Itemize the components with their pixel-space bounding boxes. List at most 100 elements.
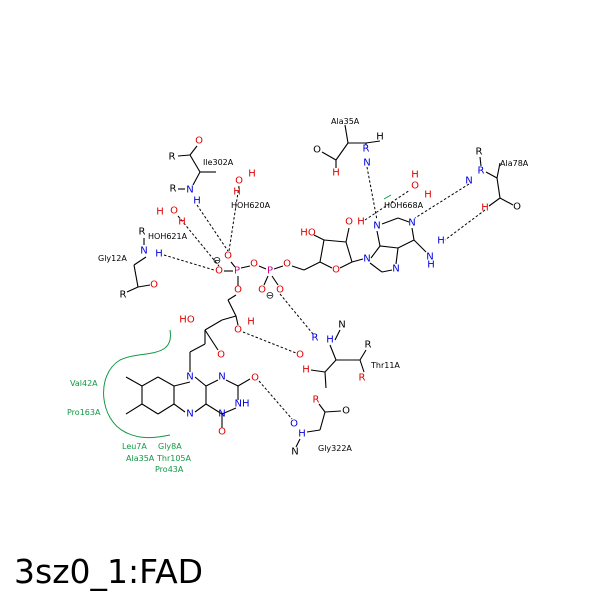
atom-label: N [186,409,193,420]
atom-label: H [424,190,432,201]
atom-label: O [234,325,242,336]
atom-label: N [363,254,370,265]
residue-label-thr11a: Thr11A [370,361,400,370]
hydrophobic-label-pro163a: Pro163A [67,408,101,417]
atom-label: H [302,365,310,376]
atom-label: N [408,218,415,229]
bond [318,403,326,413]
hydrogen-bond [366,166,378,221]
hydrogen-bond [242,331,297,354]
atom-label: N [392,264,399,275]
hydrogen-bonds [163,166,486,420]
bond [324,371,327,389]
hydrogen-bond [279,293,314,335]
atom-label: R [120,290,127,301]
bond [227,294,237,301]
bond [173,403,186,413]
atom-label: R [139,227,146,238]
bond [488,197,501,207]
bond [177,154,191,157]
bond [189,145,198,156]
bond [359,349,367,361]
bond [303,261,321,271]
bond [370,245,381,259]
atom-label: O [276,285,284,296]
hydrogen-bond [364,189,411,221]
atom-label: N [426,252,433,263]
bond [324,359,337,373]
bond [379,245,399,249]
bond [173,381,191,387]
residue-label-ala78a: Ala78A [500,159,529,168]
atom-label: HO [179,315,195,326]
bond [205,379,219,387]
bond [125,403,143,415]
atom-label: R [312,333,319,344]
bond [344,124,349,144]
bond [141,403,159,415]
bond [411,227,415,241]
bond [205,403,223,415]
atom-label: O [251,373,259,384]
bond [189,343,206,353]
bond [230,261,236,268]
atom-label: N [218,409,225,420]
bond [381,269,393,273]
bond [240,265,251,269]
atom-label: H [481,203,489,214]
atom-label: H [178,217,186,228]
bond [323,239,347,243]
hydrogen-bond [444,209,486,241]
bond [345,241,353,263]
hydrophobic-label-ala35a: Ala35A [126,454,155,463]
atom-label: O [150,280,158,291]
bond [291,265,305,271]
hydrogen-bond [258,380,293,420]
hydrogen-bond [228,185,240,252]
atom-label: N [338,320,345,331]
atom-label: NH [235,399,250,410]
hydrophobic-contact-tick [383,194,392,200]
atom-label: H [437,236,445,247]
atom-label: H [156,207,164,218]
atom-label: H [298,429,306,440]
bond [376,230,381,247]
bond [365,140,381,144]
bond [397,239,415,249]
residue-label-ala35a: Ala35A [331,117,360,126]
atom-label: N [218,372,225,383]
bond [204,329,219,351]
ligand-title: 3sz0_1:FAD [14,552,204,591]
bond [133,264,139,288]
hydrophobic-label-val42a: Val42A [70,379,98,388]
atom-label: H [247,317,255,328]
bond [369,262,383,273]
bond [157,403,175,415]
bond [204,319,223,331]
residue-label-gly12a: Gly12A [98,254,127,263]
bond [133,256,147,266]
hydrophobic-label-pro43a: Pro43A [155,465,184,474]
atom-label: O [215,266,223,277]
atom-label: R [313,395,320,406]
residue-label-gly322a: Gly322A [318,444,352,453]
atom-label: O [217,350,225,361]
atom-label: O [283,259,291,270]
atom-label: N [186,372,193,383]
atom-label: R [476,147,483,158]
hydrophobic-labels: Val42A Pro163A Leu7A Gly8A Ala35A Thr105… [67,379,192,474]
atom-label: N [140,246,147,257]
atom-label: N [291,447,298,458]
bond [225,379,239,387]
bond [126,286,139,293]
atom-label: H [233,187,241,198]
hydrophobic-label-gly8a: Gly8A [158,442,182,451]
atom-label: H [332,168,340,179]
bond [345,227,350,243]
bond [235,315,239,326]
bond [381,217,399,225]
hydrogen-bond [196,204,229,252]
atom-label: H [427,260,435,271]
